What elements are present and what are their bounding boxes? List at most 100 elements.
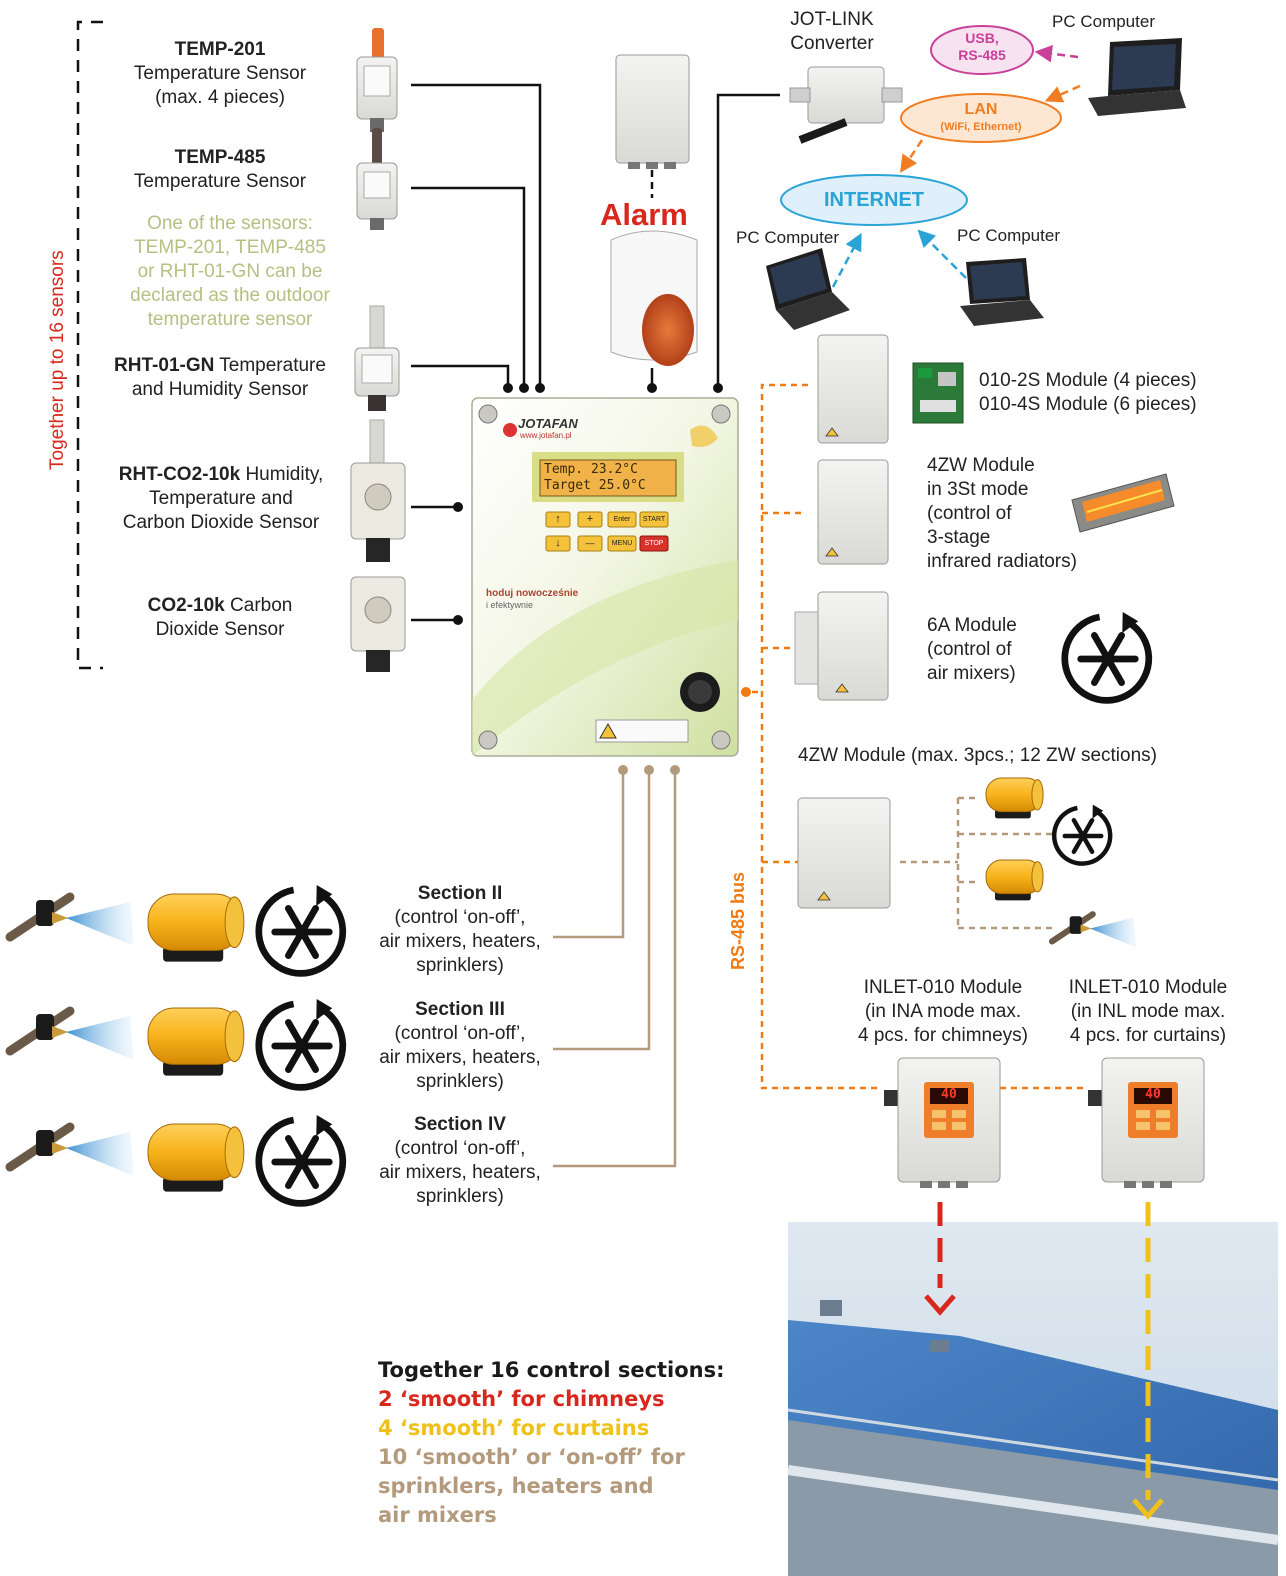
lan-label: LAN — [964, 101, 998, 118]
internet-bubble — [780, 174, 968, 226]
usb-line-2: RS-485 — [958, 47, 1006, 63]
co2-name: CO2-10k — [147, 595, 225, 616]
module-4zw-3st-label: 4ZW Module in 3St mode (control of 3-sta… — [927, 454, 1077, 574]
section-iv-devices — [5, 1114, 347, 1207]
module-010-2s: 010-2S Module (4 pieces) — [979, 370, 1197, 391]
internet-label: INTERNET — [824, 189, 924, 211]
lcd-line-2: Target 25.0°C — [544, 478, 646, 493]
inlet-ina-line-1: INLET-010 Module — [863, 977, 1023, 998]
section-iv-line-2: air mixers, heaters, — [379, 1162, 541, 1183]
usb-label: USB, RS-485 — [932, 30, 1032, 64]
inlet-inl-label: INLET-010 Module (in INL mode max. 4 pcs… — [1050, 976, 1246, 1048]
sprinkler-icon — [5, 1006, 134, 1060]
module-010-label: 010-2S Module (4 pieces) 010-4S Module (… — [979, 369, 1197, 417]
controller-slogan-2: i efektywnie — [486, 600, 534, 610]
summary-chimneys: 2 ‘smooth’ for chimneys — [378, 1387, 665, 1411]
summary-title: Together 16 control sections: — [378, 1358, 725, 1382]
temp201-desc1: Temperature Sensor — [133, 63, 307, 84]
co2-sensor-image — [350, 576, 406, 672]
alarm-module-image — [615, 54, 690, 169]
section-iv-line-3: sprinklers) — [416, 1186, 504, 1207]
rs485-connection-dot — [741, 687, 751, 697]
air-mixer-icon — [255, 1114, 347, 1207]
summary-rest-line-3: air mixers — [378, 1503, 497, 1527]
temp485-label: TEMP-485 Temperature Sensor — [100, 146, 340, 194]
outdoor-note-line-1: One of the sensors: — [147, 213, 313, 234]
rht01-label: RHT-01-GN Temperature and Humidity Senso… — [90, 354, 350, 402]
key-plus[interactable]: + — [586, 513, 594, 525]
lcd-display: Temp. 23.2°C Target 25.0°C — [544, 462, 646, 494]
section-ii-label: Section II (control ‘on-off’, air mixers… — [360, 882, 560, 978]
sprinkler-icon — [5, 1122, 134, 1176]
section-ii-line-1: (control ‘on-off’, — [394, 907, 526, 928]
outdoor-note-line-2: TEMP-201, TEMP-485 — [134, 237, 326, 258]
module-4zw-heading: 4ZW Module (max. 3pcs.; 12 ZW sections) — [798, 745, 1157, 766]
infrared-radiator-image — [1071, 473, 1175, 533]
section-ii-line-3: sprinklers) — [416, 955, 504, 976]
usb-line-1: USB, — [965, 30, 999, 46]
controller-brand: JOTAFAN — [518, 416, 578, 431]
pc-right-label: PC Computer — [957, 226, 1060, 245]
section-ii-title: Section II — [417, 883, 503, 904]
key-stop[interactable]: STOP — [644, 540, 664, 547]
controller-url: www.jotafan.pl — [520, 431, 572, 440]
sensors-bracket — [76, 20, 103, 670]
key-minus[interactable]: — — [585, 538, 595, 548]
rhtco2-name: RHT-CO2-10k — [118, 464, 241, 485]
rhtco2-sensor-image — [350, 419, 406, 562]
key-menu[interactable]: MENU — [611, 540, 633, 547]
module-4zw-image — [797, 797, 891, 909]
key-start[interactable]: START — [642, 516, 666, 523]
air-mixer-icon — [1061, 611, 1153, 704]
heater-icon — [147, 893, 245, 962]
temp201-desc2: (max. 4 pieces) — [155, 87, 285, 108]
inlet-ina-label: INLET-010 Module (in INA mode max. 4 pcs… — [838, 976, 1048, 1048]
rht01-desc2: and Humidity Sensor — [131, 379, 309, 400]
module-4zw-3st-line-4: 3-stage — [927, 527, 991, 548]
alarm-wire-dots — [647, 383, 723, 393]
key-down[interactable]: ↓ — [555, 537, 561, 549]
summary-block: Together 16 control sections: 2 ‘smooth’… — [378, 1356, 725, 1530]
co2-desc1: Carbon — [224, 595, 293, 616]
section-iii-line-1: (control ‘on-off’, — [394, 1023, 526, 1044]
lcd-line-1: Temp. 23.2°C — [544, 462, 638, 477]
section-iv-title: Section IV — [414, 1114, 506, 1135]
section-ii-devices — [5, 884, 347, 977]
module-4zw-3st-line-3: (control of — [927, 503, 1012, 524]
pc-left-laptop-icon — [766, 248, 850, 330]
section-wire-dots — [618, 765, 680, 775]
section-ii-line-2: air mixers, heaters, — [379, 931, 541, 952]
outdoor-note-line-5: temperature sensor — [147, 309, 313, 330]
curtain-control-arrow — [1132, 1202, 1164, 1520]
temp201-name: TEMP-201 — [174, 39, 266, 60]
module-4zw-3st-line-2: in 3St mode — [927, 479, 1029, 500]
jotlink-line-1: JOT-LINK — [790, 9, 874, 30]
module-4zw-3st-image — [817, 459, 889, 565]
section-iii-line-3: sprinklers) — [416, 1071, 504, 1092]
lan-sublabel: (WiFi, Ethernet) — [940, 121, 1022, 133]
outdoor-note-line-4: declared as the outdoor — [130, 285, 330, 306]
inlet-ina-display: 40 — [941, 1087, 957, 1102]
co2-label: CO2-10k Carbon Dioxide Sensor — [100, 594, 340, 642]
usb-bubble — [930, 25, 1034, 75]
outdoor-note-line-3: or RHT-01-GN can be — [137, 261, 323, 282]
chimney-control-arrow — [924, 1202, 956, 1316]
rht01-name: RHT-01-GN — [114, 355, 215, 376]
key-enter[interactable]: Enter — [613, 516, 631, 523]
summary-rest-line-1: 10 ‘smooth’ or ‘on-off’ for — [378, 1445, 685, 1469]
inlet-inl-display: 40 — [1145, 1087, 1161, 1102]
rhtco2-label: RHT-CO2-10k Humidity, Temperature and Ca… — [96, 463, 346, 535]
temp485-desc1: Temperature Sensor — [133, 171, 307, 192]
alarm-label: Alarm — [600, 197, 688, 232]
network-arrows — [831, 45, 1081, 288]
key-up[interactable]: ↑ — [555, 513, 561, 525]
sprinkler-icon — [5, 892, 134, 946]
summary-rest-line-2: sprinklers, heaters and — [378, 1474, 654, 1498]
module-4zw-3st-line-5: infrared radiators) — [927, 551, 1077, 572]
module-6a-image — [794, 591, 889, 701]
siren-image — [610, 230, 698, 366]
module-6a-line-2: (control of — [927, 639, 1012, 660]
section-iv-line-1: (control ‘on-off’, — [394, 1138, 526, 1159]
heater-icon — [147, 1007, 245, 1076]
